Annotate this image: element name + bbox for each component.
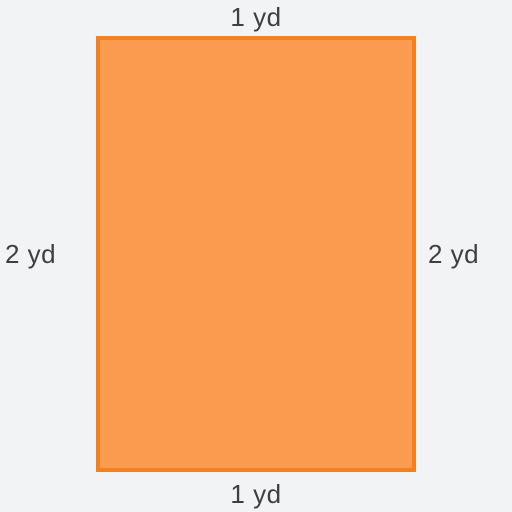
bottom-side-label: 1 yd (230, 479, 282, 509)
right-side-label: 2 yd (428, 239, 480, 269)
rectangle-shape (96, 36, 416, 472)
top-side-label: 1 yd (230, 2, 282, 32)
left-side-label: 2 yd (5, 239, 57, 269)
